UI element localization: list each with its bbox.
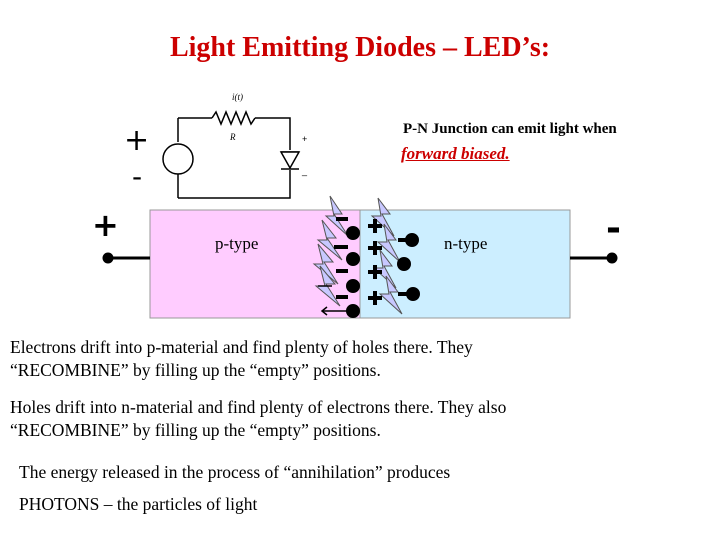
drift-arrows [318,285,350,316]
left-terminal-plus: + [92,206,119,244]
resistor-label: R [229,132,236,142]
paragraph-holes: Holes drift into n-material and find ple… [10,396,506,442]
source-minus-sign: - [132,160,142,193]
forward-biased-note: forward biased. [401,144,510,163]
electron-dot [346,226,360,240]
p-type-label: p-type [215,234,259,253]
junction-note: P-N Junction can emit light when [403,121,617,137]
paragraph-line: Electrons drift into p-material and find… [10,337,473,357]
right-terminal [570,252,618,264]
holes-in-n [368,219,420,305]
photon-icon [312,243,339,285]
current-label: i(t) [232,92,243,102]
n-type-region [359,209,571,319]
photon-icon [372,249,397,289]
voltage-source-symbol [162,143,194,175]
photon-icon [316,219,343,261]
electron-dot [346,252,360,266]
slide-title: Light Emitting Diodes – LED’s: [169,32,551,63]
paragraph-photons: PHOTONS – the particles of light [19,494,258,514]
electron-dot [346,279,360,293]
paragraph-line: “RECOMBINE” by filling up the “empty” po… [10,420,381,440]
right-terminal-minus: - [606,208,621,249]
diode-minus-label: _ [301,166,308,176]
photon-symbols [312,195,403,315]
left-terminal [102,252,150,264]
source-plus-sign: + [124,123,149,158]
p-type-region [149,209,361,319]
resistor-symbol [211,110,256,126]
paragraph-energy: The energy released in the process of “a… [19,462,451,482]
led-circuit-schematic [162,110,301,199]
paragraph-line: Holes drift into n-material and find ple… [10,397,507,417]
diode-plus-label: + [302,134,307,144]
n-type-label: n-type [444,234,488,253]
paragraph-line: “RECOMBINE” by filling up the “empty” po… [10,360,381,380]
diode-symbol [279,151,301,170]
paragraph-electrons: Electrons drift into p-material and find… [10,336,473,382]
photon-icon [370,197,395,237]
